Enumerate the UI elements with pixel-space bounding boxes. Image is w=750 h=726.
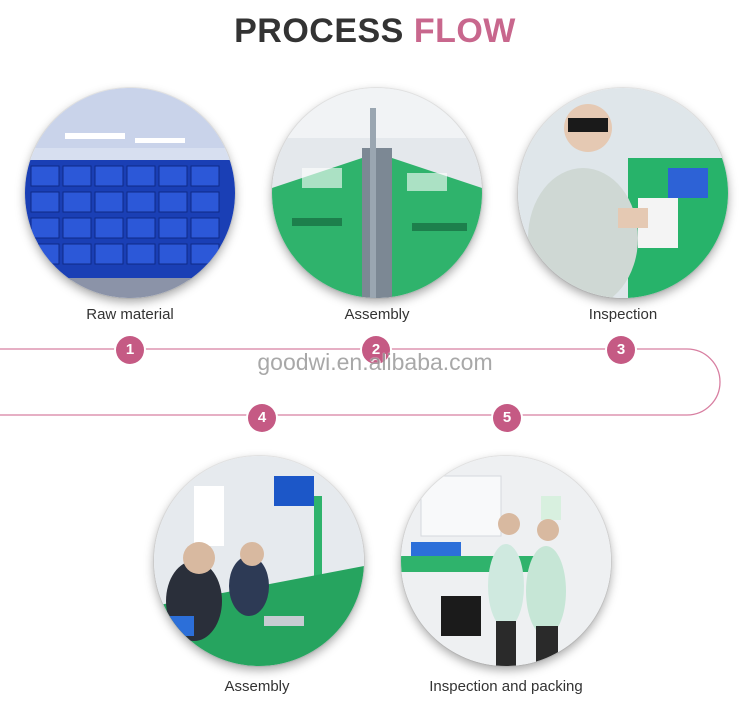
- page-title: PROCESS FLOW: [0, 12, 750, 51]
- step-3-label: Inspection: [588, 306, 658, 323]
- step-3-photo: [518, 88, 728, 298]
- step-3-badge: 3: [607, 336, 635, 364]
- step-2-photo: [272, 88, 482, 298]
- step-2-badge: 2: [362, 336, 390, 364]
- assembly-line-image: [272, 88, 482, 298]
- step-4-label: Assembly: [224, 678, 290, 695]
- step-5-photo: [401, 456, 611, 666]
- inspection-image: [518, 88, 728, 298]
- step-1-badge: 1: [116, 336, 144, 364]
- step-4-photo: [154, 456, 364, 666]
- assembly-workstation-image: [154, 456, 364, 666]
- watermark-text: goodwi.en.alibaba.com: [257, 349, 493, 375]
- title-process: PROCESS: [234, 12, 404, 50]
- step-5-label: Inspection and packing: [429, 678, 583, 695]
- step-5-badge: 5: [493, 404, 521, 432]
- step-1-photo: [25, 88, 235, 298]
- inspection-packing-image: [401, 456, 611, 666]
- warehouse-shelves-image: [25, 88, 235, 298]
- step-4-badge: 4: [248, 404, 276, 432]
- title-flow: FLOW: [413, 12, 516, 50]
- step-1-label: Raw material: [86, 306, 174, 323]
- step-2-label: Assembly: [344, 306, 410, 323]
